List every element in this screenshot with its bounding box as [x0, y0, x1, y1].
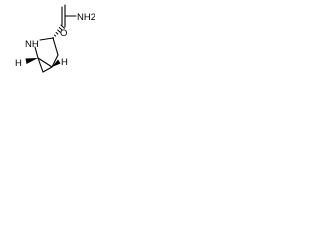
ring-bond-c3-n — [39, 37, 54, 41]
cyclopropane-bond-c5-c6 — [42, 66, 53, 73]
atom-label-nh2: NH2 — [77, 12, 95, 23]
atom-label-ring-nh: NH — [25, 39, 39, 50]
ring-bond-c1-c5 — [37, 57, 53, 68]
cyclopropane-bond-c1-c6 — [37, 57, 44, 73]
atom-label-oxygen: O — [60, 28, 67, 39]
molecule-structure: NH2 O NH H H — [15, 4, 95, 73]
atom-label-h-left: H — [15, 58, 22, 69]
hashed-bond-c3-carbonyl — [52, 24, 66, 39]
ring-bond-c3-c4 — [52, 37, 59, 56]
ring-bond-c4-c5 — [51, 54, 59, 68]
wedge-bond-c5-h-right — [52, 59, 61, 67]
ring-bond-n-c1 — [34, 46, 39, 59]
atom-label-h-right: H — [61, 57, 68, 68]
wedge-bond-c1-h-left — [25, 58, 38, 64]
